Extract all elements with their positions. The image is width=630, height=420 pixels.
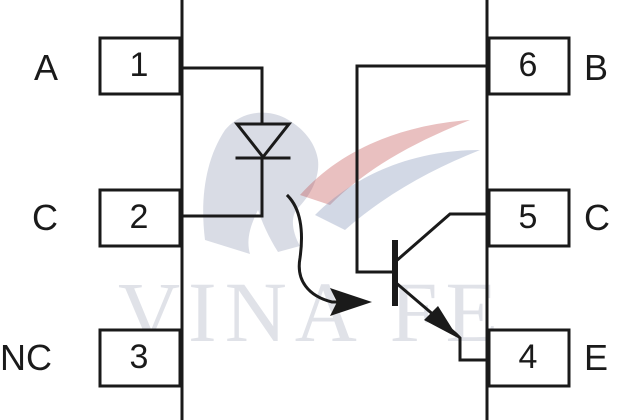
emitter-arrowhead-icon	[424, 306, 458, 338]
light-arrow-path	[285, 193, 352, 304]
pin-box-2	[98, 188, 182, 248]
pin-name-right-4: E	[584, 337, 609, 378]
pin-name-left-1: A	[34, 47, 59, 88]
pin-name-right-5: C	[584, 197, 610, 238]
pin-number-3: 3	[129, 338, 149, 376]
pin-number-2: 2	[129, 198, 149, 236]
pin-box-4	[487, 328, 571, 388]
pin-number-1: 1	[129, 46, 149, 84]
led-diode-icon	[233, 122, 293, 160]
pin-name-left-2: C	[32, 197, 58, 238]
watermark-swoosh-red	[300, 120, 470, 205]
wire-pin6-to-base	[355, 64, 489, 274]
pin-number-6: 6	[518, 46, 538, 84]
pin-number-5: 5	[518, 198, 538, 236]
pin-box-6	[487, 36, 571, 96]
pin-box-3	[98, 328, 182, 388]
pin-name-left-3: NC	[0, 337, 52, 378]
pin-box-5	[487, 188, 571, 248]
pin-name-right-6: B	[584, 47, 609, 88]
wire-led-to-pin2	[180, 158, 264, 218]
ic-package	[180, 0, 489, 420]
light-arrowhead-icon	[330, 288, 372, 316]
pin-number-4: 4	[518, 338, 538, 376]
pin-box-1	[98, 36, 182, 96]
wire-pin1-to-led	[180, 66, 264, 126]
transistor-collector	[392, 212, 489, 265]
